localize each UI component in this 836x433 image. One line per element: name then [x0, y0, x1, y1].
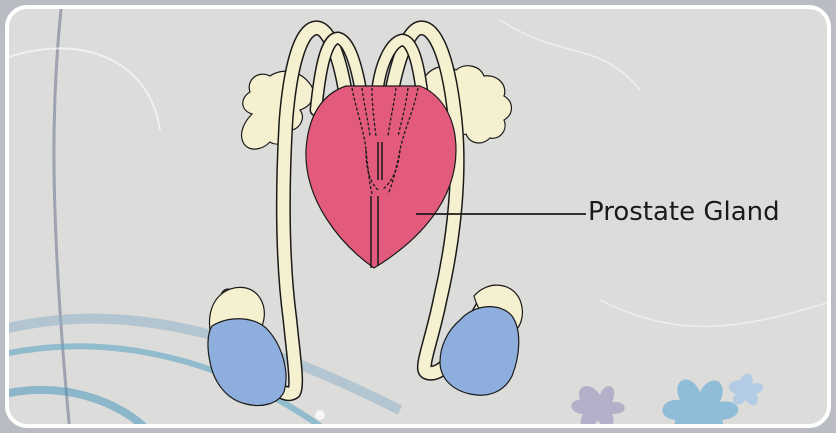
- prostate-gland-label: Prostate Gland: [588, 197, 780, 228]
